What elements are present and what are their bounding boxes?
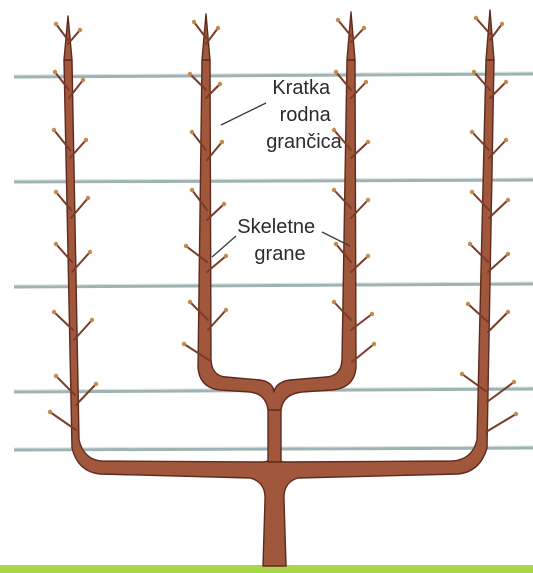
label-scaffold-line-2: grane [254, 243, 305, 265]
label-spur-line-2: rodna [280, 104, 332, 126]
label-scaffold-line-1: Skeletne [237, 216, 315, 238]
label-spur-line-3: grančica [266, 131, 342, 153]
central-stem [268, 406, 281, 462]
wire-2 [14, 180, 533, 182]
tip-1 [64, 16, 72, 60]
leader-line-spur [221, 103, 266, 125]
label-short-fruiting-spur: Kratka rodna grančica [266, 77, 342, 153]
label-scaffold-branches: Skeletne grane [237, 216, 320, 265]
leader-line-scaffold-left [212, 236, 236, 257]
label-spur-line-1: Kratka [272, 77, 331, 99]
